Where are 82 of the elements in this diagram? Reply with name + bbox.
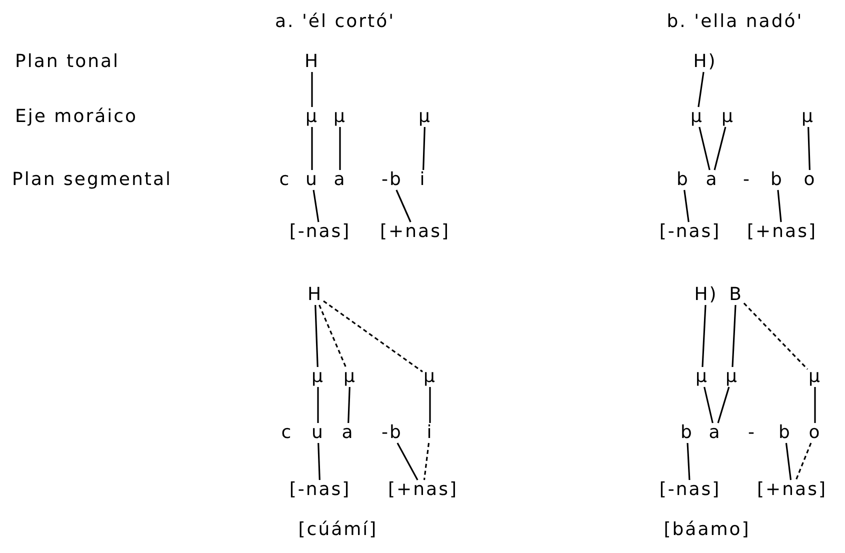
tier-label: Plan tonal bbox=[15, 53, 120, 71]
association-line bbox=[686, 442, 690, 480]
mora-symbol: μ bbox=[312, 368, 324, 386]
association-line bbox=[704, 386, 714, 424]
mora-symbol: μ bbox=[306, 108, 318, 126]
association-line bbox=[702, 304, 706, 368]
tone-symbol: H bbox=[304, 53, 320, 71]
tone-symbol: H bbox=[307, 286, 323, 304]
mora-symbol: μ bbox=[344, 368, 356, 386]
feature-label: [+nas] bbox=[747, 223, 817, 241]
association-line bbox=[348, 386, 350, 424]
association-line bbox=[339, 127, 341, 170]
feature-label: [+nas] bbox=[380, 223, 450, 241]
association-line bbox=[714, 126, 726, 170]
association-line bbox=[311, 72, 313, 107]
mora-symbol: μ bbox=[696, 368, 708, 386]
association-line bbox=[795, 442, 812, 480]
mora-symbol: μ bbox=[418, 108, 432, 126]
segment-letter: u bbox=[306, 171, 318, 189]
feature-label: [+nas] bbox=[757, 481, 827, 499]
association-line bbox=[396, 442, 418, 480]
segment-letter: a bbox=[334, 171, 346, 189]
association-line bbox=[684, 190, 690, 222]
segment-letter: u bbox=[312, 424, 324, 442]
segment-letter: b bbox=[778, 424, 792, 442]
association-line bbox=[422, 126, 426, 170]
association-line bbox=[429, 387, 431, 423]
example-title: b. 'ella nadó' bbox=[666, 13, 804, 31]
segment-letter: - bbox=[748, 424, 756, 442]
segment-letter: -b bbox=[382, 424, 402, 442]
transcription: [cúámí] bbox=[298, 521, 378, 539]
tier-label: Plan segmental bbox=[12, 171, 172, 189]
segment-letter: c bbox=[281, 424, 293, 442]
association-line bbox=[396, 190, 412, 222]
feature-label: [-nas] bbox=[289, 223, 351, 241]
segment-letter: a bbox=[342, 424, 354, 442]
mora-symbol: μ bbox=[334, 108, 346, 126]
tone-symbol: B bbox=[729, 286, 743, 304]
association-line bbox=[732, 304, 736, 368]
feature-label: [-nas] bbox=[659, 223, 721, 241]
association-line bbox=[814, 387, 816, 423]
association-line bbox=[698, 72, 704, 108]
mora-symbol: μ bbox=[808, 368, 822, 386]
mora-symbol: μ bbox=[722, 108, 734, 126]
example-title: a. 'él cortó' bbox=[274, 13, 396, 31]
tone-symbol: H) bbox=[694, 286, 718, 304]
segment-letter: i bbox=[426, 424, 434, 442]
mora-symbol: μ bbox=[690, 108, 704, 126]
segment-letter: o bbox=[808, 424, 822, 442]
feature-label: [-nas] bbox=[659, 481, 721, 499]
tone-symbol: H) bbox=[693, 53, 717, 71]
segment-letter: c bbox=[279, 171, 291, 189]
segment-letter: a bbox=[706, 171, 718, 189]
segment-letter: o bbox=[804, 171, 816, 189]
association-line bbox=[318, 442, 320, 480]
transcription: [báamo] bbox=[664, 521, 750, 539]
association-line bbox=[318, 304, 346, 368]
association-line bbox=[317, 387, 319, 423]
tier-label: Eje moráico bbox=[15, 108, 138, 126]
segment-letter: - bbox=[743, 171, 751, 189]
mora-symbol: μ bbox=[726, 368, 738, 386]
segment-letter: a bbox=[708, 424, 722, 442]
segment-letter: i bbox=[420, 171, 426, 189]
segment-letter: -b bbox=[382, 171, 402, 189]
association-line bbox=[785, 442, 792, 480]
segment-letter: b bbox=[676, 171, 690, 189]
association-line bbox=[314, 304, 318, 368]
association-line bbox=[312, 190, 320, 222]
segment-letter: b bbox=[680, 424, 694, 442]
feature-label: [+nas] bbox=[388, 481, 458, 499]
association-line bbox=[311, 127, 313, 170]
association-line bbox=[777, 190, 782, 222]
association-line bbox=[808, 126, 810, 170]
mora-symbol: μ bbox=[424, 368, 436, 386]
mora-symbol: μ bbox=[802, 108, 814, 126]
feature-label: [-nas] bbox=[289, 481, 351, 499]
association-line bbox=[423, 442, 430, 480]
association-line bbox=[743, 302, 808, 370]
association-line bbox=[698, 126, 710, 170]
association-line bbox=[717, 386, 730, 424]
segment-letter: b bbox=[770, 171, 784, 189]
association-line bbox=[323, 300, 423, 372]
